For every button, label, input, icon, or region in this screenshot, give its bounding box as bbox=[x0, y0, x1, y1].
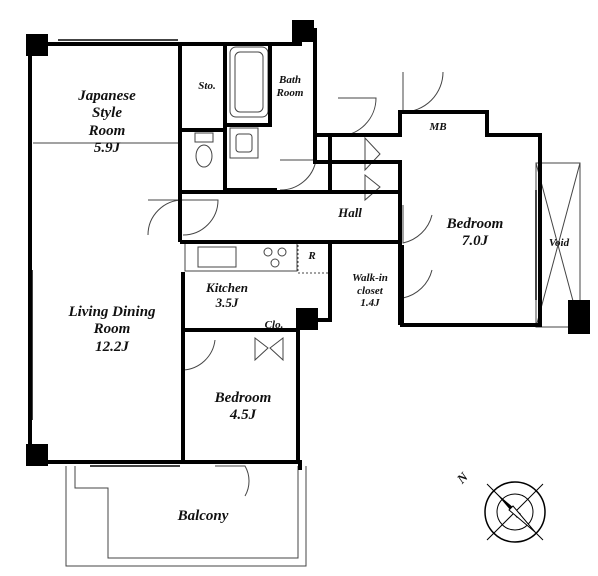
washbasin bbox=[229, 127, 259, 159]
walk-in-closet-label: Walk-in closet 1.4J bbox=[340, 272, 400, 310]
stove-burner-1 bbox=[263, 247, 273, 257]
stove-burner-3 bbox=[270, 258, 280, 268]
kitchen-sink bbox=[197, 246, 237, 268]
column-bottom-left bbox=[26, 444, 48, 466]
hall-closet-door-1 bbox=[364, 136, 381, 172]
washbasin-bowl bbox=[235, 133, 253, 153]
kitchen-label: Kitchen 3.5J bbox=[194, 280, 260, 311]
bathtub-inner bbox=[234, 51, 264, 113]
refrigerator-text: R bbox=[308, 250, 316, 262]
japanese-room-line3: Room bbox=[88, 122, 126, 139]
bedroom-small-label: Bedroom 4.5J bbox=[201, 390, 285, 425]
door-swing-bedroom-small bbox=[182, 336, 216, 371]
bedroom-main-size: 7.0J bbox=[461, 233, 489, 250]
balcony-outline bbox=[65, 466, 307, 567]
stove-burner-2 bbox=[277, 247, 287, 257]
bedroom-small-size: 4.5J bbox=[229, 407, 257, 424]
hall-text: Hall bbox=[338, 205, 362, 220]
bedroom-main-name: Bedroom bbox=[446, 216, 504, 232]
hall-closet-door-2 bbox=[364, 173, 381, 202]
void-label: Void bbox=[541, 237, 577, 250]
compass-inner bbox=[496, 493, 534, 531]
door-swing-balcony bbox=[215, 465, 250, 497]
toilet-tank bbox=[194, 132, 214, 143]
living-dining-label: Living Dining Room 12.2J bbox=[52, 304, 172, 356]
japanese-room-label: Japanese Style Room 5.9J bbox=[62, 88, 152, 157]
hall-label: Hall bbox=[325, 205, 375, 221]
mb-label: MB bbox=[418, 121, 458, 134]
void-cross-2 bbox=[535, 162, 581, 328]
compass-needle-light bbox=[508, 505, 536, 533]
door-swing-hall-right bbox=[182, 199, 219, 236]
japanese-room-line1: Japanese bbox=[78, 88, 136, 104]
door-swing-bath bbox=[337, 97, 377, 137]
japanese-room-line2: Style bbox=[92, 105, 122, 122]
walk-in-line2: closet bbox=[357, 284, 383, 297]
bath-room-label: Bath Room bbox=[270, 74, 310, 99]
closet-text: Clo. bbox=[264, 319, 284, 331]
door-swing-hall-left bbox=[147, 199, 184, 236]
balcony-inner-rail bbox=[74, 466, 299, 559]
column-mid bbox=[296, 308, 318, 330]
bedroom-main-label: Bedroom 7.0J bbox=[433, 216, 517, 251]
balcony-text: Balcony bbox=[177, 508, 229, 524]
storage-label: Sto. bbox=[190, 80, 224, 93]
door-swing-mb bbox=[402, 71, 444, 113]
balcony-label: Balcony bbox=[160, 508, 246, 525]
living-dining-line1: Living Dining bbox=[68, 304, 156, 320]
column-right bbox=[568, 300, 590, 334]
closet-label: Clo. bbox=[256, 319, 292, 332]
columns bbox=[26, 20, 590, 466]
compass-outer bbox=[484, 481, 546, 543]
bedroom-small-name: Bedroom bbox=[214, 390, 272, 406]
kitchen-size: 3.5J bbox=[215, 294, 239, 310]
bath-room-line2: Room bbox=[276, 86, 304, 99]
japanese-room-size: 5.9J bbox=[93, 139, 121, 156]
door-swing-toilet bbox=[279, 159, 317, 191]
door-swing-bedroom-main bbox=[402, 205, 433, 244]
bathtub bbox=[229, 46, 269, 118]
bath-room-line1: Bath bbox=[278, 74, 301, 86]
toilet-bowl bbox=[195, 144, 213, 168]
living-dining-size: 12.2J bbox=[95, 338, 129, 355]
door-swing-walkin bbox=[402, 260, 433, 299]
column-top-right bbox=[292, 20, 314, 42]
void-text: Void bbox=[548, 237, 570, 249]
walk-in-line1: Walk-in bbox=[352, 272, 388, 284]
closet-door-right bbox=[269, 336, 284, 362]
living-dining-line2: Room bbox=[93, 321, 131, 338]
refrigerator-label: R bbox=[302, 250, 322, 263]
column-top-left bbox=[26, 34, 48, 56]
kitchen-name: Kitchen bbox=[206, 280, 248, 295]
mb-text: MB bbox=[429, 121, 447, 133]
closet-door-left bbox=[254, 336, 269, 362]
storage-text: Sto. bbox=[198, 80, 216, 92]
compass-rose bbox=[484, 481, 546, 543]
walk-in-size: 1.4J bbox=[360, 297, 380, 310]
